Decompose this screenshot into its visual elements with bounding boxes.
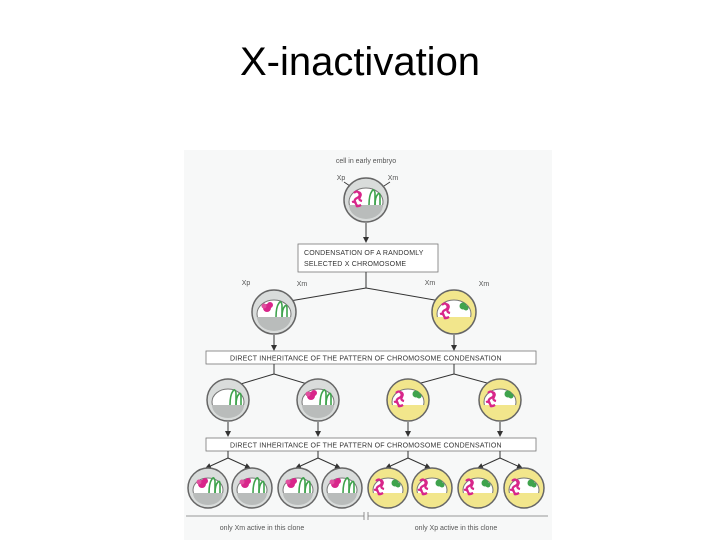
- yellow-cell: [479, 379, 521, 421]
- gen2-label-right-a: Xm: [425, 280, 436, 287]
- bottom-left-caption: only Xm active in this clone: [220, 525, 305, 532]
- gen2-label-left-a: Xp: [242, 280, 251, 287]
- top-label-right: Xm: [388, 175, 399, 182]
- yellow-cell: [412, 468, 452, 508]
- bottom-right-caption: only Xp active in this clone: [415, 525, 498, 532]
- gray-cell: [322, 468, 362, 508]
- gray-cell: [232, 468, 272, 508]
- inheritance-bar-2: DIRECT INHERITANCE OF THE PATTERN OF CHR…: [206, 438, 536, 451]
- top-label-left: Xp: [337, 175, 346, 182]
- clone-bracket-left: [186, 512, 364, 520]
- yellow-cell: [368, 468, 408, 508]
- condensation-line-2: SELECTED X CHROMOSOME: [304, 261, 406, 268]
- gray-cell: [278, 468, 318, 508]
- condensation-box: CONDENSATION OF A RANDOMLY SELECTED X CH…: [298, 244, 438, 272]
- condensation-line-1: CONDENSATION OF A RANDOMLY: [304, 250, 424, 257]
- gen2-label-left-b: Xm: [297, 281, 308, 288]
- gray-cell: [252, 290, 296, 334]
- gray-cell: [297, 379, 339, 421]
- gray-cell: [207, 379, 249, 421]
- diagram-canvas: cell in early embryo Xp Xm CONDENSATION …: [184, 150, 552, 540]
- inheritance-bar-1-label: DIRECT INHERITANCE OF THE PATTERN OF CHR…: [230, 356, 502, 363]
- yellow-cell: [432, 290, 476, 334]
- clone-bracket-right: [368, 512, 548, 520]
- top-caption: cell in early embryo: [336, 158, 396, 165]
- x-inactivation-diagram: cell in early embryo Xp Xm CONDENSATION …: [184, 150, 552, 540]
- early-embryo-cell: [344, 178, 388, 222]
- slide-title: X-inactivation: [0, 40, 720, 85]
- yellow-cell: [387, 379, 429, 421]
- inheritance-bar-2-label: DIRECT INHERITANCE OF THE PATTERN OF CHR…: [230, 443, 502, 450]
- gen2-label-right-b: Xm: [479, 281, 490, 288]
- yellow-cell: [458, 468, 498, 508]
- inheritance-bar-1: DIRECT INHERITANCE OF THE PATTERN OF CHR…: [206, 351, 536, 364]
- gray-cell: [188, 468, 228, 508]
- yellow-cell: [504, 468, 544, 508]
